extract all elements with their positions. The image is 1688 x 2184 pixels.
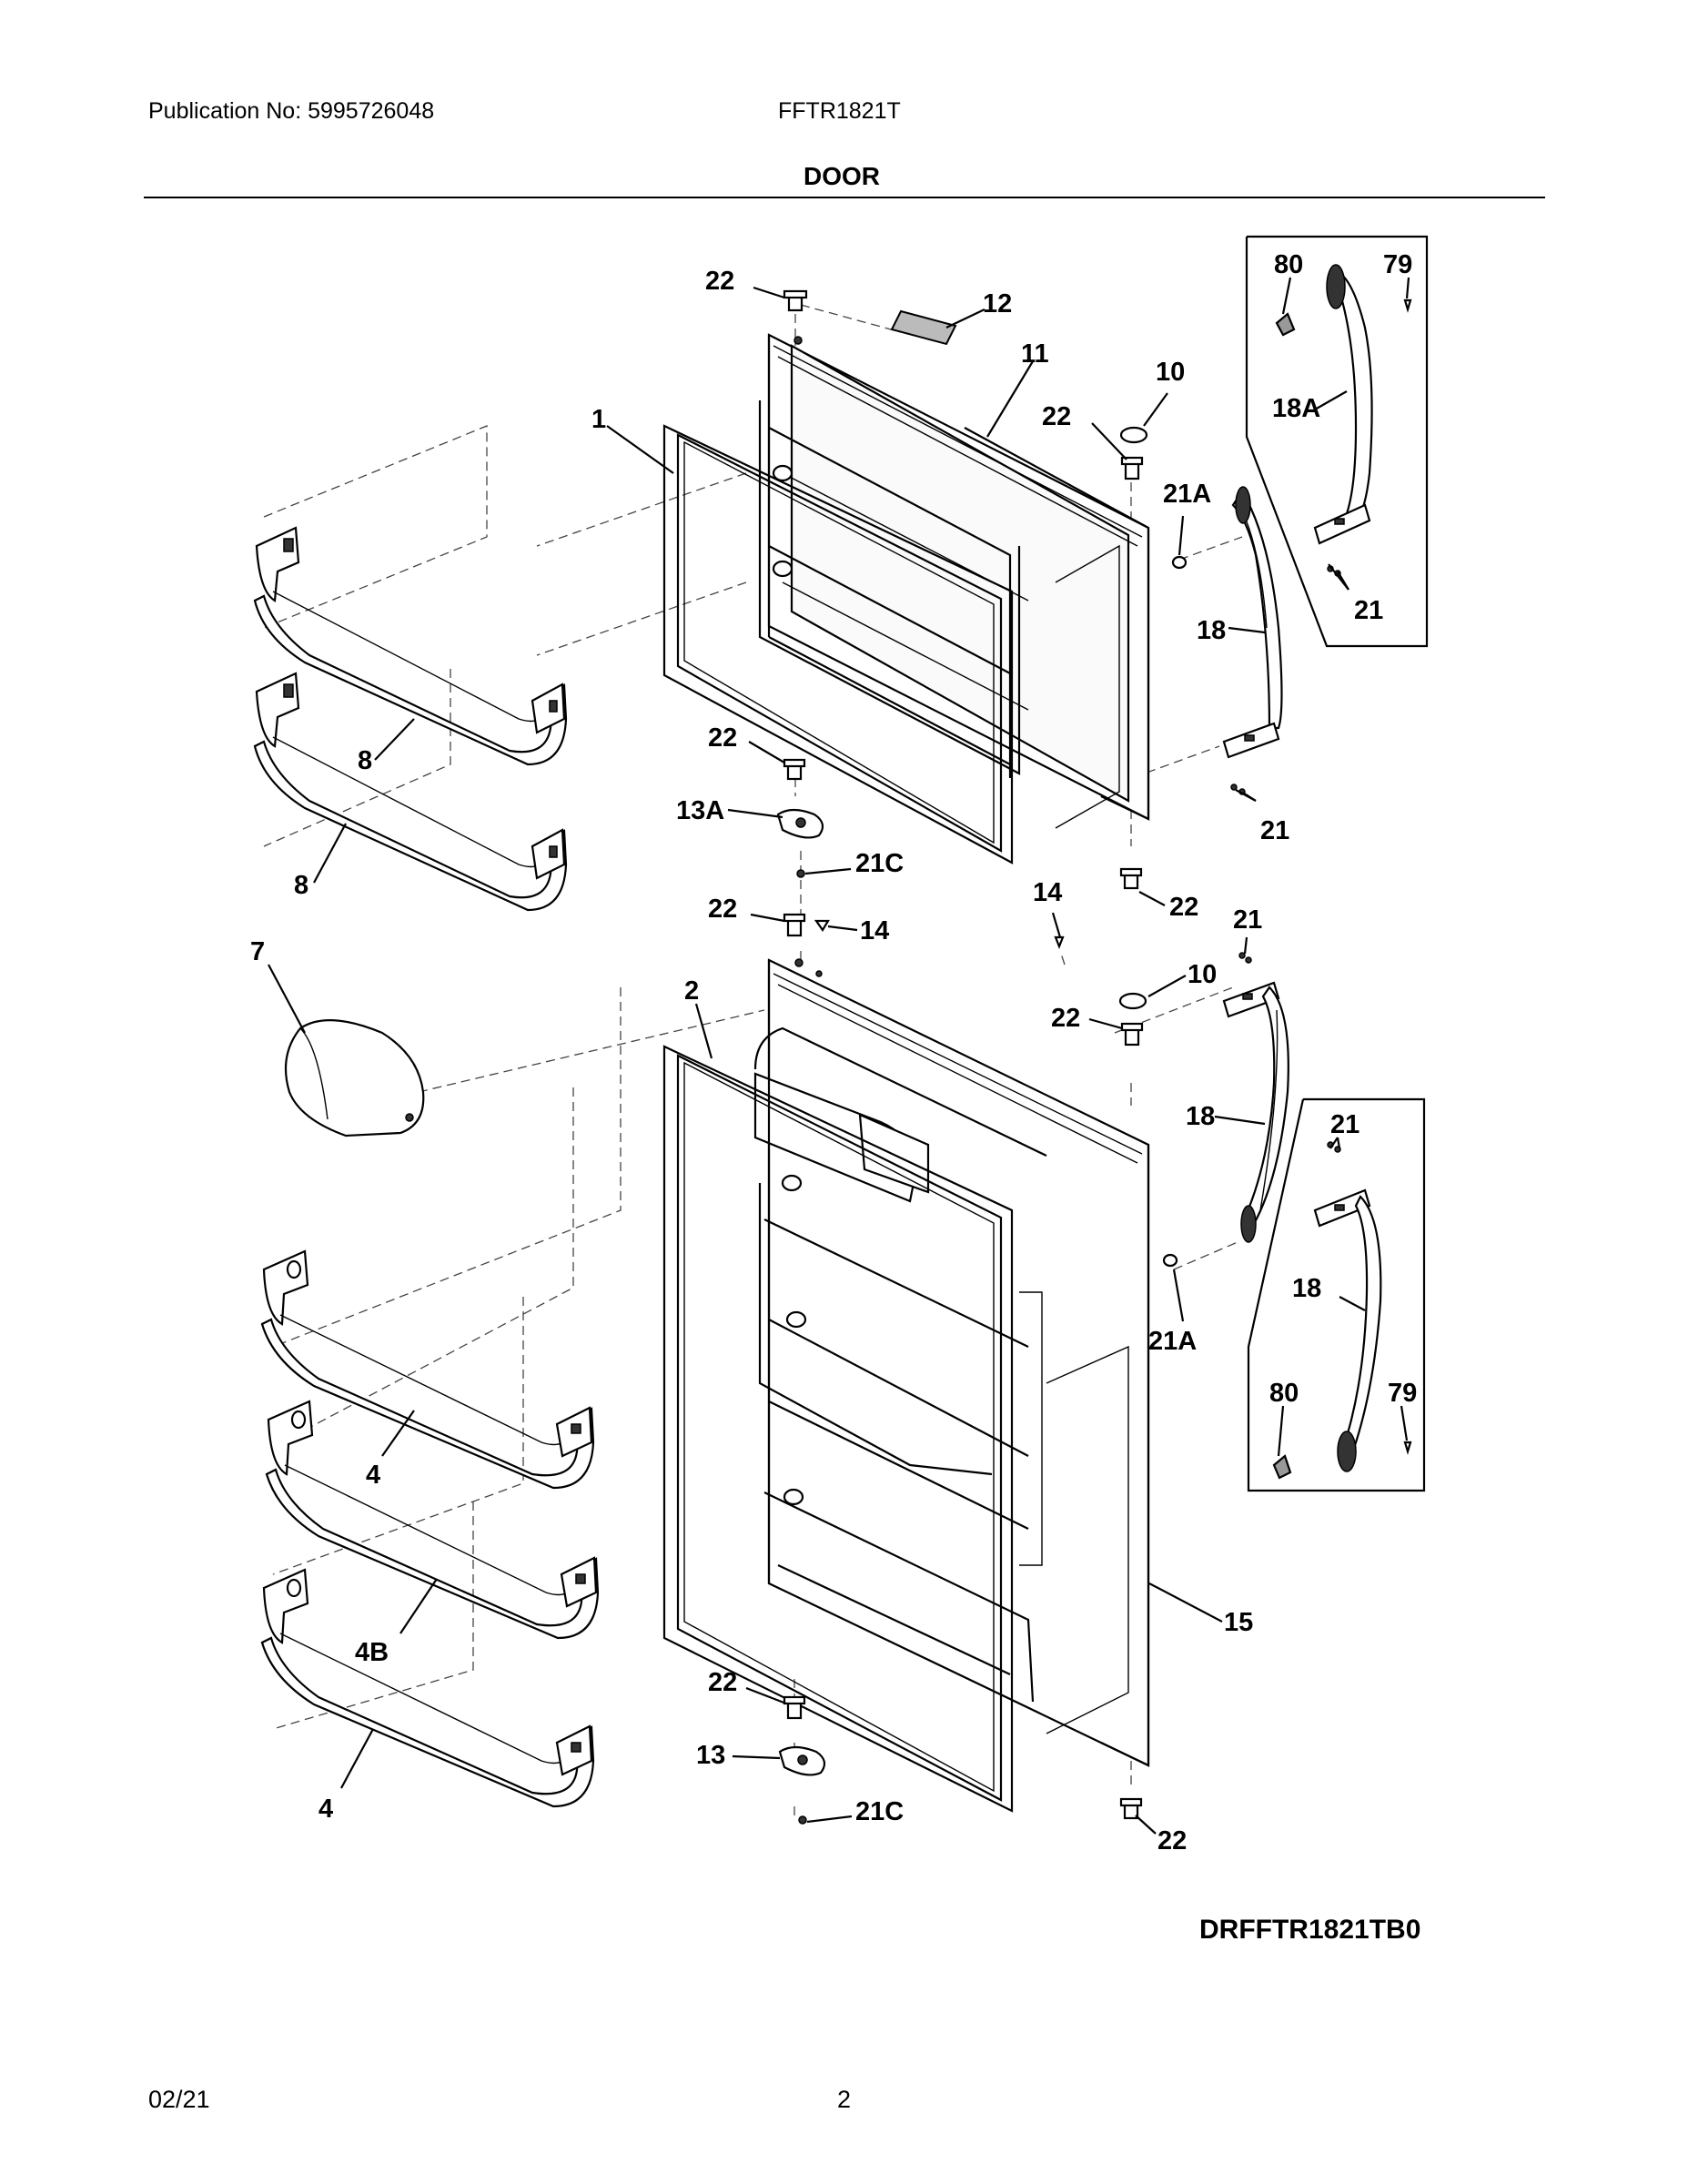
diagram-code: DRFFTR1821TB0 [1199, 1915, 1421, 1945]
screw-22-bottom-corner [1119, 1797, 1143, 1820]
screw-14-small [814, 919, 830, 933]
leader-lines [268, 277, 1410, 1835]
screw-22-top-right [1120, 456, 1144, 480]
screw-14-right [1054, 935, 1065, 949]
callout-18: 18 [1186, 1102, 1215, 1131]
callout-22: 22 [1051, 1004, 1080, 1033]
screw-22-bottom-top [783, 913, 806, 937]
screw-22-top [783, 289, 808, 312]
assembly-guide-lines [263, 304, 1243, 1820]
callout-22: 22 [705, 267, 734, 296]
hole-plug-10-top [1119, 426, 1148, 444]
fresh-food-door-gasket [662, 1045, 1014, 1813]
callout-7: 7 [250, 937, 265, 966]
inset-callout-18A: 18A [1272, 394, 1320, 423]
screw-22-mid-right [1119, 867, 1143, 890]
callout-22: 22 [1042, 402, 1071, 431]
handle-18-bottom [1222, 981, 1289, 1243]
freezer-door-liner [758, 333, 1150, 829]
inset-callout-79: 79 [1383, 250, 1412, 279]
callout-22: 22 [708, 723, 737, 753]
inset-callout-80: 80 [1274, 250, 1303, 279]
callout-8: 8 [294, 871, 308, 900]
door-bin-8-upper [253, 526, 568, 766]
callout-21: 21 [1233, 905, 1262, 935]
screw-21C-bottom [798, 1815, 807, 1825]
freezer-door-gasket [662, 424, 1014, 864]
inset-callout-21: 21 [1330, 1110, 1359, 1139]
callout-10: 10 [1156, 358, 1185, 387]
callout-13: 13 [696, 1741, 725, 1770]
callout-22: 22 [1169, 893, 1198, 922]
publication-number: Publication No: 5995726048 [148, 98, 435, 124]
callout-21A: 21A [1148, 1327, 1197, 1356]
label-12 [890, 309, 957, 346]
callout-1: 1 [591, 405, 606, 434]
callout-14: 14 [1033, 878, 1062, 907]
screws-21-bottom [1238, 952, 1252, 964]
inset-box-bottom [1247, 1097, 1426, 1492]
callout-4: 4 [318, 1795, 333, 1824]
callout-13A: 13A [676, 796, 724, 825]
model-number: FFTR1821T [778, 98, 901, 124]
callout-4: 4 [366, 1461, 380, 1490]
door-bin-8-lower [253, 672, 568, 912]
inset-callout-21: 21 [1354, 596, 1383, 625]
callout-21: 21 [1260, 816, 1289, 845]
screw-21C-top [796, 869, 805, 878]
screw-22-bottom-lower [783, 1695, 806, 1720]
plug-21A-bottom [1162, 1253, 1178, 1268]
door-bin-4B [265, 1400, 600, 1640]
door-bin-4-lower [260, 1568, 595, 1808]
callout-8: 8 [358, 746, 372, 775]
fresh-food-door-outer-panel [767, 960, 1150, 1767]
page-number: 2 [837, 2086, 852, 2113]
header-divider [144, 197, 1545, 198]
callout-12: 12 [983, 289, 1012, 318]
section-title: DOOR [804, 162, 880, 190]
callout-22: 22 [708, 895, 737, 924]
callout-4B: 4B [355, 1638, 389, 1667]
hole-plug-10-bottom [1118, 992, 1147, 1010]
callout-18: 18 [1197, 616, 1226, 645]
callout-15: 15 [1224, 1608, 1253, 1637]
inset-callout-79: 79 [1388, 1379, 1417, 1408]
callout-21C: 21C [855, 849, 904, 878]
door-bin-4-upper [260, 1249, 595, 1490]
callout-10: 10 [1188, 960, 1217, 989]
inset-box-top [1245, 235, 1429, 648]
callout-11: 11 [1021, 339, 1049, 369]
callout-2: 2 [684, 976, 699, 1006]
dairy-bin-7 [284, 1019, 425, 1138]
hinge-13A [776, 808, 824, 839]
inset-callout-80: 80 [1269, 1379, 1299, 1408]
callout-22: 22 [1157, 1826, 1187, 1855]
screw-22-top-bottom [783, 758, 806, 781]
fresh-food-door-liner [753, 958, 1150, 1767]
plug-21A-top [1171, 555, 1188, 570]
callout-21A: 21A [1163, 480, 1211, 509]
screw-22-bottom-right [1120, 1022, 1144, 1046]
inset-callout-18: 18 [1292, 1274, 1321, 1303]
hinge-13 [778, 1745, 826, 1776]
callout-14: 14 [860, 916, 889, 945]
callout-21C: 21C [855, 1797, 904, 1826]
callout-22: 22 [708, 1668, 737, 1697]
handle-18-top [1222, 486, 1283, 759]
callout-labels: 22 12 11 10 22 1 21A 18 22 8 13A 8 21C 1… [250, 250, 1417, 1855]
footer-date: 02/21 [148, 2086, 210, 2113]
